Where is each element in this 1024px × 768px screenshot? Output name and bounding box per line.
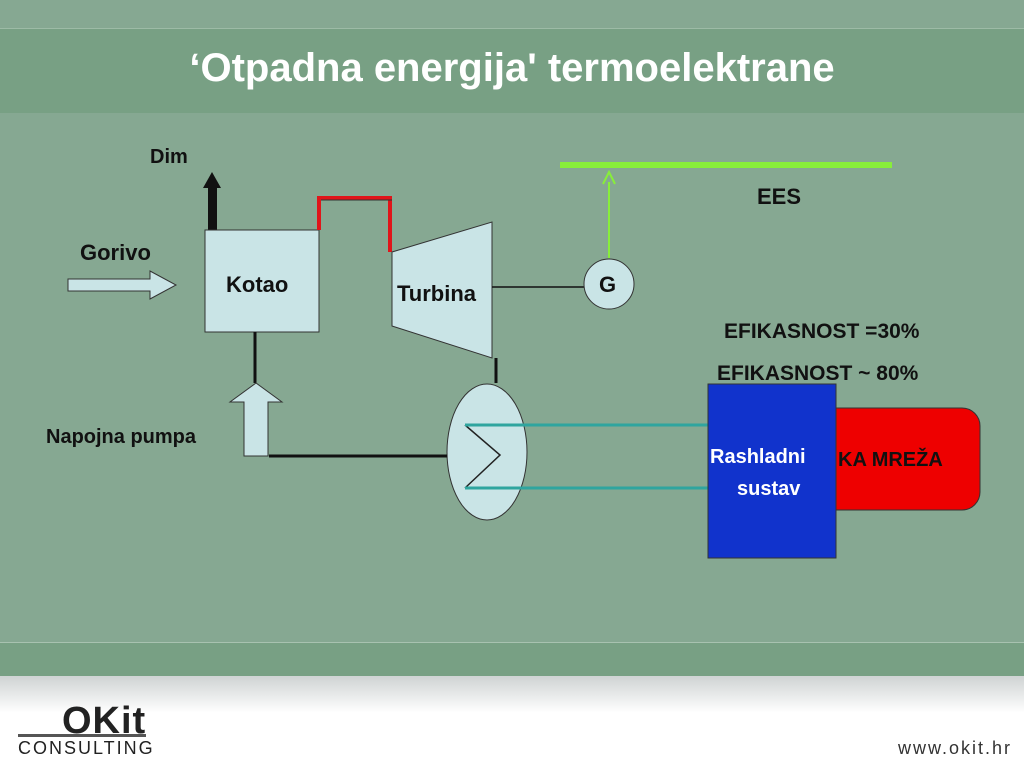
steam-line bbox=[317, 196, 392, 252]
feed-pump-arrow bbox=[228, 382, 284, 457]
cooling-system-box bbox=[707, 383, 837, 559]
ees-label: EES bbox=[757, 184, 802, 209]
website-url: www.okit.hr bbox=[898, 738, 1013, 758]
turbine-shape bbox=[391, 221, 493, 359]
slide-title: ‘Otpadna energija' termoelektrane bbox=[189, 46, 835, 90]
title-band bbox=[0, 28, 1024, 113]
dim-label: Dim bbox=[150, 146, 188, 168]
kotao-label: Kotao bbox=[226, 272, 289, 297]
napojna-pumpa-label: Napojna pumpa bbox=[46, 426, 197, 448]
bottom-band bbox=[0, 642, 1024, 677]
footer bbox=[0, 676, 1024, 768]
sustav-label: sustav bbox=[737, 478, 801, 500]
mreza-label: KA MREŽA bbox=[838, 449, 943, 471]
efficiency-80-label: EFIKASNOST ~ 80% bbox=[717, 362, 919, 385]
generator-label: G bbox=[599, 272, 617, 297]
efficiency-30-label: EFIKASNOST =30% bbox=[724, 320, 920, 343]
exhaust-pipe bbox=[208, 186, 217, 231]
generator-circle bbox=[583, 258, 635, 310]
rashladni-label: Rashladni bbox=[710, 446, 806, 468]
generator-output-arrowhead bbox=[602, 169, 616, 185]
logo-underline bbox=[18, 734, 146, 737]
fuel-arrow bbox=[67, 270, 178, 300]
condenser-coil bbox=[464, 424, 502, 489]
exhaust-arrowhead bbox=[203, 172, 221, 188]
logo-subtitle: CONSULTING bbox=[18, 738, 155, 758]
condenser-ellipse bbox=[446, 383, 528, 521]
turbina-label: Turbina bbox=[397, 281, 477, 306]
boiler-box bbox=[204, 229, 320, 333]
gorivo-label: Gorivo bbox=[80, 240, 151, 265]
